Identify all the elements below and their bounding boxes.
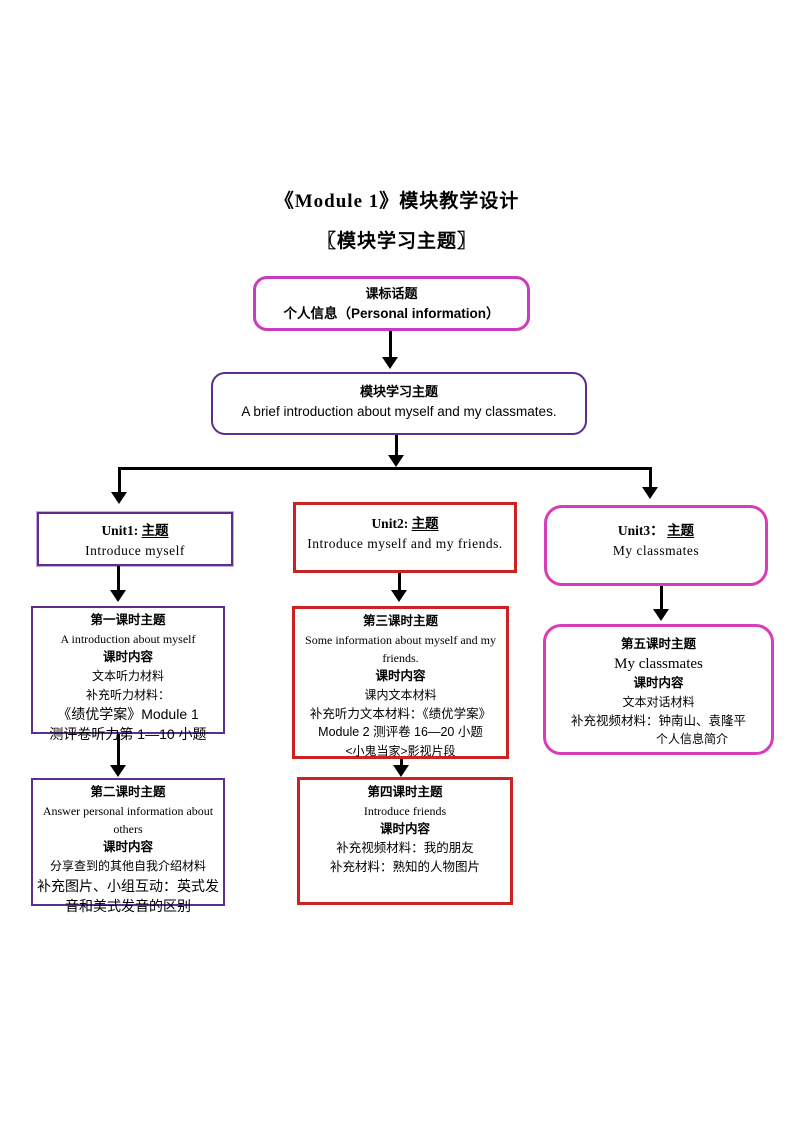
unit3-body: My classmates [612, 543, 700, 558]
lesson1-theme: A introduction about myself [60, 632, 196, 646]
lesson3-theme: Some information about myself and my fri… [305, 633, 496, 665]
connector-line [118, 467, 652, 470]
lesson1-line: 测评卷听力第 1—10 小题 [49, 726, 207, 742]
unit2-topic-text: 主题 [411, 516, 439, 531]
arrow-lesson1-to-lesson2-head [110, 765, 126, 777]
unit3-label-text: Unit3： [617, 523, 664, 538]
lesson5-content-label: 课时内容 [633, 676, 684, 690]
lesson1-line: 补充听力材料： [85, 687, 170, 702]
unit1-topic-text: 主题 [141, 523, 169, 538]
lesson1-line: 《绩优学案》Module 1 [57, 706, 199, 722]
unit3-box: Unit3： 主题 My classmates [544, 505, 768, 586]
unit1-box: Unit1: 主题 Introduce myself [37, 512, 233, 566]
standard-topic-title: 课标话题 [365, 286, 418, 301]
lesson2-line: 分享查到的其他自我介绍材料 [49, 859, 206, 873]
arrow-module-to-connector-head [388, 455, 404, 467]
arrow-topic-to-module-stem [389, 331, 392, 359]
lesson2-title: 第二课时主题 [90, 785, 166, 799]
lesson1-content-label: 课时内容 [102, 650, 153, 664]
arrow-unit1-to-lesson1-head [110, 590, 126, 602]
arrow-lesson3-to-lesson4-stem [400, 759, 403, 767]
module-theme-title: 模块学习主题 [359, 384, 438, 399]
lesson5-line: 补充视频材料：钟南山、袁隆平 [570, 713, 746, 728]
unit2-label: Unit2: 主题 [296, 513, 514, 534]
arrow-unit2-to-lesson3-stem [398, 573, 401, 592]
arrow-unit2-to-lesson3-head [391, 590, 407, 602]
module-theme-body: A brief introduction about myself and my… [241, 404, 557, 419]
lesson3-line: <小鬼当家>影视片段 [345, 743, 456, 758]
unit2-box: Unit2: 主题 Introduce myself and my friend… [293, 502, 517, 573]
arrow-to-unit3-head [642, 487, 658, 499]
lesson4-box: 第四课时主题 Introduce friends 课时内容 补充视频材料：我的朋… [297, 777, 513, 905]
arrow-to-unit3-stem [649, 470, 652, 489]
lesson2-content-label: 课时内容 [102, 840, 153, 854]
lesson5-line: 个人信息简介 [656, 732, 729, 746]
lesson5-line: 文本对话材料 [622, 695, 695, 709]
lesson4-title: 第四课时主题 [367, 785, 443, 799]
lesson1-box: 第一课时主题 A introduction about myself 课时内容 … [31, 606, 225, 742]
lesson3-box: 第三课时主题 Some information about myself and… [292, 606, 509, 759]
lesson4-content-label: 课时内容 [379, 822, 430, 836]
arrow-lesson3-to-lesson4-head [393, 765, 409, 777]
lesson3-content-label: 课时内容 [375, 669, 426, 683]
lesson1-line: 文本听力材料 [91, 669, 164, 683]
page-title: 《Module 1》模块教学设计 [274, 191, 520, 212]
unit1-label-text: Unit1: [101, 523, 139, 538]
lesson4-line: 补充材料：熟知的人物图片 [329, 859, 480, 874]
lesson2-theme: Answer personal information about others [42, 804, 214, 836]
arrow-unit1-to-lesson1-stem [117, 566, 120, 592]
lesson4-theme: Introduce friends [363, 804, 447, 818]
arrow-topic-to-module-head [382, 357, 398, 369]
arrow-module-to-connector-stem [395, 435, 398, 457]
lesson1-title: 第一课时主题 [90, 613, 166, 627]
lesson5-title: 第五课时主题 [620, 637, 696, 651]
lesson3-line: 补充听力文本材料：《绩优学案》 [309, 706, 492, 721]
lesson4-line: 补充视频材料：我的朋友 [336, 841, 474, 855]
lesson5-theme: My classmates [614, 656, 703, 672]
unit1-label: Unit1: 主题 [39, 520, 231, 541]
lesson5-box: 第五课时主题 My classmates 课时内容 文本对话材料 补充视频材料：… [543, 624, 774, 755]
arrow-to-unit1-stem [118, 470, 121, 494]
lesson2-line: 补充图片、小组互动：英式发音和美式发音的区别 [37, 877, 219, 914]
unit1-body: Introduce myself [85, 543, 185, 558]
module-theme-box: 模块学习主题 A brief introduction about myself… [211, 372, 587, 435]
unit3-label: Unit3： 主题 [547, 520, 765, 541]
unit3-topic-text: 主题 [667, 523, 695, 538]
lesson3-line: Module 2 测评卷 16—20 小题 [318, 725, 483, 739]
arrow-lesson1-to-lesson2-stem [117, 734, 120, 767]
arrow-unit3-to-lesson5-head [653, 609, 669, 621]
standard-topic-box: 课标话题 个人信息（Personal information） [253, 276, 530, 331]
unit2-body: Introduce myself and my friends. [307, 536, 503, 551]
standard-topic-body: 个人信息（Personal information） [283, 306, 500, 321]
lesson2-box: 第二课时主题 Answer personal information about… [31, 778, 225, 914]
unit2-label-text: Unit2: [371, 516, 409, 531]
lesson3-title: 第三课时主题 [362, 614, 438, 628]
page-subtitle: 〖模块学习主题〗 [316, 231, 477, 252]
lesson3-line: 课内文本材料 [364, 688, 437, 702]
arrow-to-unit1-head [111, 492, 127, 504]
arrow-unit3-to-lesson5-stem [660, 586, 663, 611]
